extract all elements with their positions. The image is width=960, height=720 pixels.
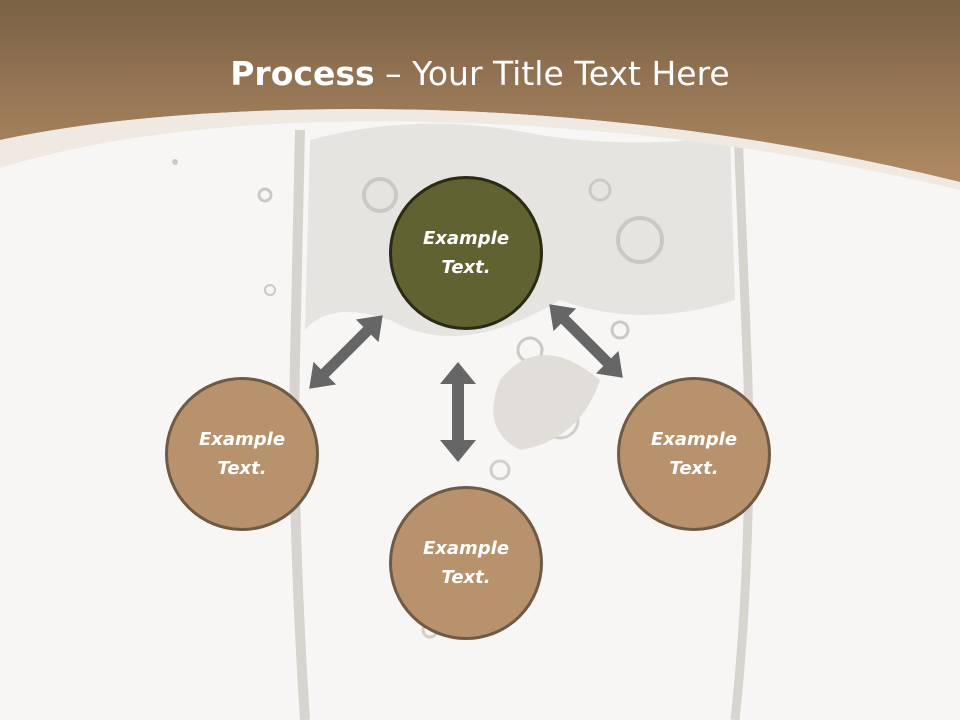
node-right: Example Text. xyxy=(617,377,771,531)
title-rest: – Your Title Text Here xyxy=(374,54,730,93)
node-top-label: Example Text. xyxy=(422,228,510,278)
title-bold: Process xyxy=(230,54,375,93)
node-bottom: Example Text. xyxy=(389,486,543,640)
node-left-label: Example Text. xyxy=(198,429,286,479)
node-right-label: Example Text. xyxy=(650,429,738,479)
page-title: Process – Your Title Text Here xyxy=(0,52,960,96)
node-top: Example Text. xyxy=(389,176,543,330)
node-left: Example Text. xyxy=(165,377,319,531)
node-bottom-label: Example Text. xyxy=(422,538,510,588)
